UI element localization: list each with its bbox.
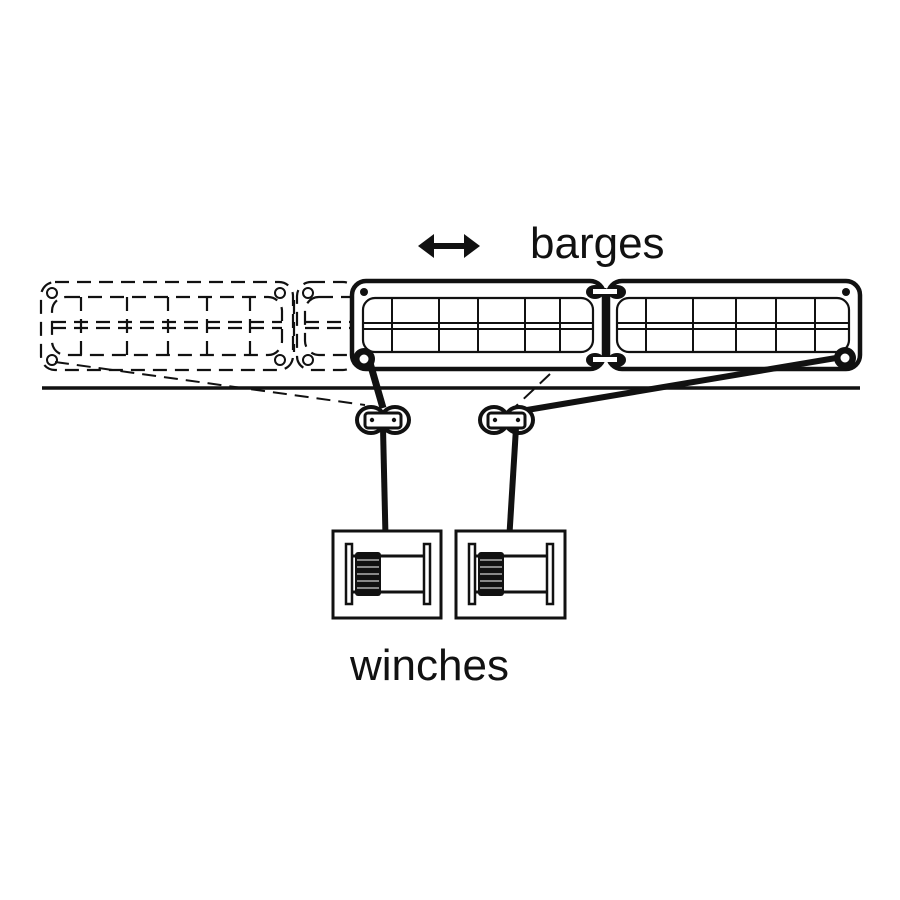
barge-coupling (586, 285, 626, 367)
fairlead-right (478, 405, 535, 435)
double-arrow-icon (418, 234, 480, 258)
barges-label: barges (530, 219, 665, 268)
winches-label: winches (349, 641, 509, 690)
winch-1 (331, 529, 443, 620)
barge-2 (605, 278, 863, 372)
winch-2 (454, 529, 567, 620)
ghost-cleats (46, 287, 314, 366)
ghost-barges (39, 280, 367, 372)
ghost-mooring-lines (54, 361, 551, 408)
barge-bollards (353, 347, 856, 370)
barge-1 (349, 278, 607, 372)
